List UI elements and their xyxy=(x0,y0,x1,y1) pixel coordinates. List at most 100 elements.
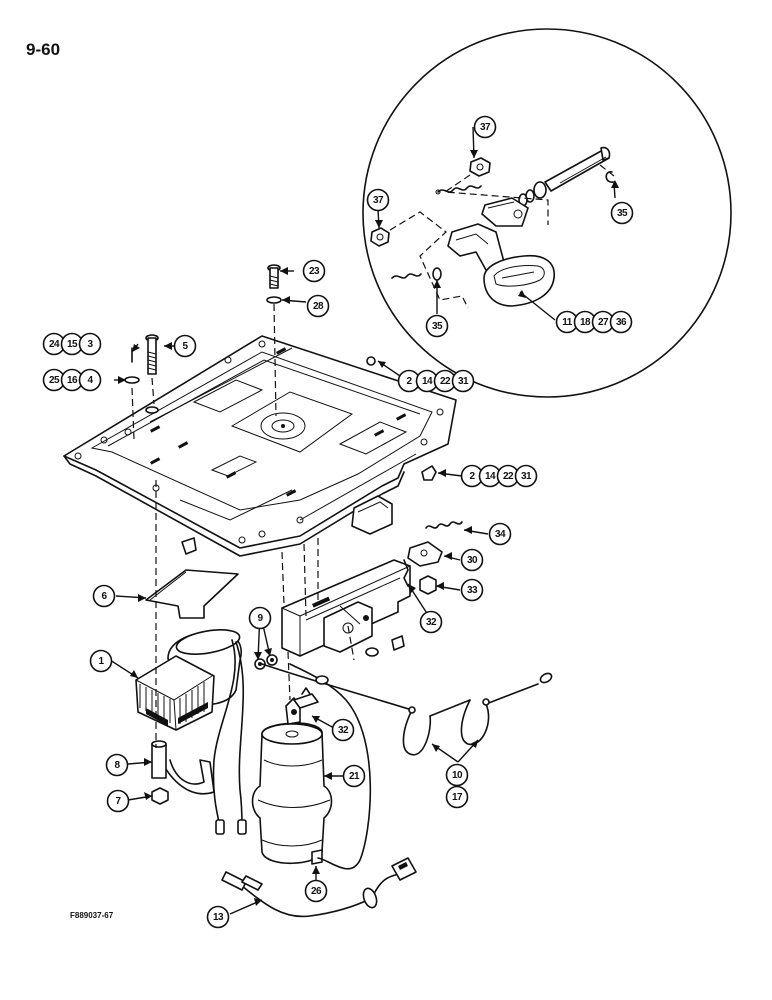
callout-number: 31 xyxy=(458,376,469,387)
callout-37a: 37 xyxy=(473,115,497,139)
callout-number: 9 xyxy=(257,613,263,624)
callout-circle xyxy=(92,584,116,608)
callout-23: 23 xyxy=(302,259,326,283)
callout-number: 35 xyxy=(617,208,628,219)
callout-circle xyxy=(460,578,484,602)
callout-number: 22 xyxy=(503,471,514,482)
release-handle xyxy=(483,254,555,307)
callout-circle xyxy=(425,314,449,338)
nut-upper xyxy=(469,157,491,177)
valve-32 xyxy=(293,675,329,709)
callout-number: 15 xyxy=(67,339,78,350)
callout-circle xyxy=(105,753,129,777)
bolt-5 xyxy=(145,334,159,375)
callout-number: 11 xyxy=(562,317,573,328)
mounting-strap xyxy=(151,740,215,805)
callout-number: 25 xyxy=(49,375,60,386)
wire-harness xyxy=(221,857,417,918)
callout-circle xyxy=(445,785,469,809)
callout-34: 34 xyxy=(488,522,512,546)
slide-rail-assembly xyxy=(281,559,411,657)
callout-number: 3 xyxy=(87,339,93,350)
callout-number: 4 xyxy=(87,375,93,386)
callout-number: 33 xyxy=(467,585,478,596)
callout-number: 22 xyxy=(440,376,451,387)
callout-number: 14 xyxy=(422,376,433,387)
callout-number: 26 xyxy=(311,886,322,897)
bolt-23 xyxy=(266,264,282,304)
callout-number: 8 xyxy=(114,760,120,771)
nut-33 xyxy=(419,575,437,595)
callout-circle xyxy=(419,610,443,634)
callout-circle xyxy=(445,763,469,787)
callout-26: 26 xyxy=(304,879,328,903)
callout-number: 5 xyxy=(182,341,188,352)
callout-13: 13 xyxy=(206,905,230,929)
callout-number: 1 xyxy=(98,656,104,667)
detail-inset xyxy=(362,28,732,398)
callout-37b: 37 xyxy=(366,188,390,212)
latch-bracket xyxy=(481,197,529,227)
rivet-right xyxy=(421,465,437,481)
callout-circle xyxy=(248,606,272,630)
seat-mounting-plate xyxy=(63,335,457,557)
spring-32-upper xyxy=(403,559,409,587)
callout-number: 32 xyxy=(338,725,349,736)
callout-number: 13 xyxy=(213,912,224,923)
air-hose xyxy=(261,663,553,756)
air-spring xyxy=(251,697,333,865)
callout-number: 35 xyxy=(432,321,443,332)
callout-circle xyxy=(106,789,130,813)
callout-33: 33 xyxy=(460,578,484,602)
callout-number: 24 xyxy=(49,339,60,350)
callout-number: 2 xyxy=(469,471,475,482)
detail-inset-border xyxy=(362,28,732,398)
callout-number: 14 xyxy=(485,471,496,482)
nut-left xyxy=(370,227,390,247)
bracket-30 xyxy=(407,541,443,567)
callout-32a: 32 xyxy=(419,610,443,634)
callout-circle xyxy=(89,649,113,673)
spring-34 xyxy=(425,521,463,529)
callout-circle xyxy=(460,548,484,572)
callout-5: 5 xyxy=(173,334,197,358)
callout-number: 37 xyxy=(373,195,384,206)
callout-circle xyxy=(514,464,538,488)
callout-number: 2 xyxy=(406,376,412,387)
wire-a xyxy=(212,639,236,827)
callout-25: 25 16 4 xyxy=(42,368,102,392)
front-latch-lever xyxy=(351,495,393,535)
callout-number: 6 xyxy=(101,591,107,602)
callout-circle xyxy=(342,764,366,788)
callout-24: 24 15 3 xyxy=(42,332,102,356)
callout-2a: 2 14 22 31 xyxy=(397,369,475,393)
callout-number: 32 xyxy=(426,617,437,628)
air-compressor xyxy=(135,629,242,731)
callout-35a: 35 xyxy=(610,201,634,225)
callout-circle xyxy=(173,334,197,358)
callout-circle xyxy=(304,879,328,903)
grommet xyxy=(315,675,329,685)
callout-30: 30 xyxy=(460,548,484,572)
washer-lower xyxy=(432,267,442,281)
callout-number: 28 xyxy=(313,301,324,312)
callout-9: 9 xyxy=(248,606,272,630)
callout-number: 16 xyxy=(67,375,78,386)
fittings-9 xyxy=(254,654,278,670)
clip-rail xyxy=(391,635,405,651)
callout-circle xyxy=(473,115,497,139)
callout-circle xyxy=(78,332,102,356)
callout-number: 23 xyxy=(309,266,320,277)
retaining-clip-upper xyxy=(605,171,615,183)
callout-6: 6 xyxy=(92,584,116,608)
isolator-pad xyxy=(145,569,239,619)
callout-number: 7 xyxy=(115,796,121,807)
callout-number: 21 xyxy=(349,771,360,782)
callout-circle xyxy=(488,522,512,546)
callout-circle xyxy=(609,310,633,334)
figure-id: F889037-67 xyxy=(70,911,114,920)
spring-upper xyxy=(437,185,482,193)
